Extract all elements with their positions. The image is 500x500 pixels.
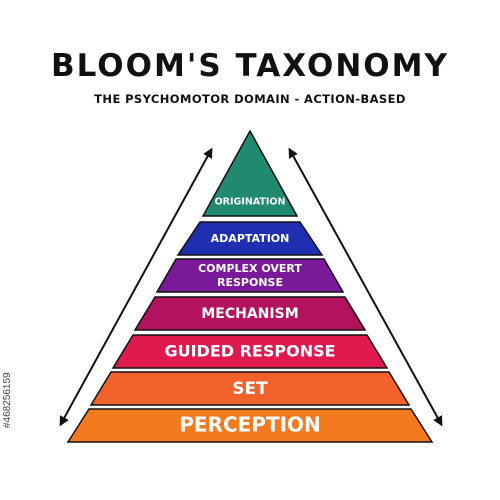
diagram-subtitle: THE PSYCHOMOTOR DOMAIN - ACTION-BASED — [94, 92, 406, 106]
level-mechanism — [133, 296, 367, 331]
diagram-title: BLOOM'S TAXONOMY — [51, 48, 449, 84]
level-set — [89, 371, 411, 406]
level-complex-overt-response-label-line2: RESPONSE — [217, 276, 283, 289]
level-guided-response — [111, 334, 389, 369]
level-adaptation-label: ADAPTATION — [211, 232, 290, 245]
left-double-arrow — [59, 147, 213, 427]
level-adaptation — [176, 221, 324, 256]
level-mechanism-label: MECHANISM — [201, 306, 298, 322]
level-perception-label: PERCEPTION — [179, 413, 321, 437]
right-double-arrow — [288, 147, 443, 427]
level-perception — [66, 408, 434, 443]
level-origination — [201, 129, 299, 217]
level-set-label: SET — [232, 379, 268, 399]
level-complex-overt-response — [155, 258, 345, 293]
level-origination-label: ORIGINATION — [215, 197, 286, 208]
level-complex-overt-response-label-line1: COMPLEX OVERT — [198, 262, 302, 275]
level-guided-response-label: GUIDED RESPONSE — [164, 342, 335, 361]
